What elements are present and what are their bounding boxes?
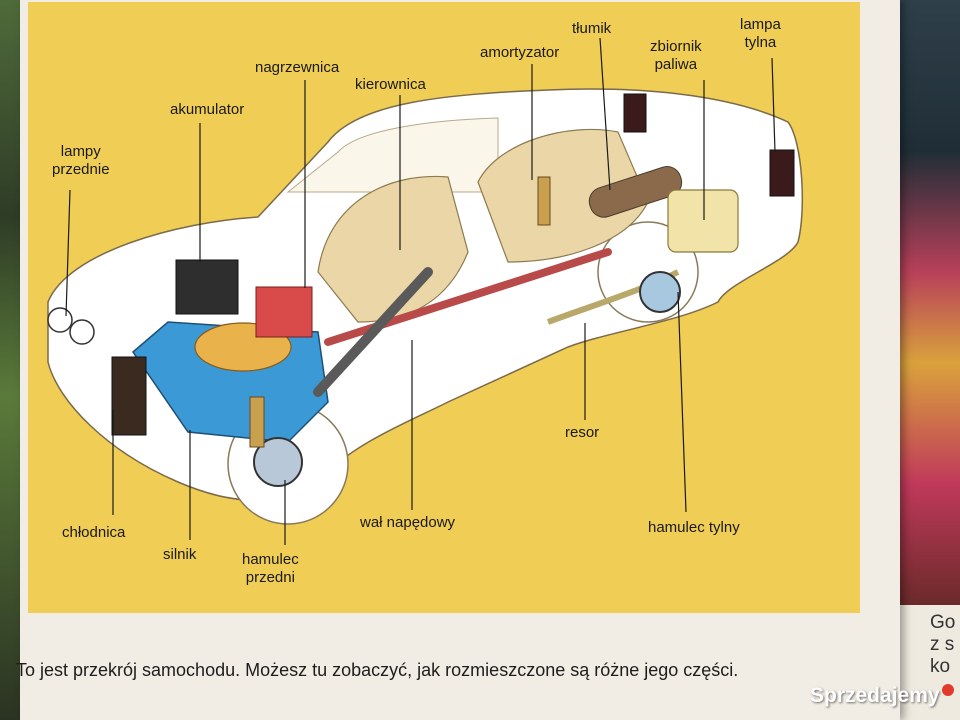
fuel-tank [667,189,739,253]
label-wal-napedowy: wał napędowy [360,514,456,531]
label-kierownica: kierownica [355,76,426,93]
watermark-logo: Sprzedajemy [810,684,954,708]
headlight-2 [69,319,95,345]
right-page-text: Go z s ko [930,612,956,677]
steering-column [313,267,433,397]
rear-lamp-top [623,93,647,133]
car-cross-section-illustration [28,2,860,613]
car-drawing [47,88,804,525]
label-lampy-przednie: lampy przednie [52,143,110,178]
label-nagrzewnica: nagrzewnica [255,59,340,76]
rear-lamp [769,149,795,197]
label-tlumik: tłumik [572,20,612,37]
label-zbiornik-paliwa: zbiornik paliwa [650,38,702,73]
label-lampa-tylna: lampa tylna [740,16,781,51]
rear-brake [639,271,681,313]
front-brake [253,437,303,487]
label-amortyzator: amortyzator [480,44,560,61]
page-caption: To jest przekrój samochodu. Możesz tu zo… [16,660,739,680]
label-akumulator: akumulator [170,101,245,118]
rear-shock [537,176,551,226]
label-silnik: silnik [163,546,197,563]
car-window [286,117,499,193]
radiator [111,356,147,436]
label-chlodnica: chłodnica [62,524,126,541]
front-shock [249,396,265,448]
heater-box [255,286,313,338]
watermark-dot-icon [941,684,954,696]
muffler [588,166,683,218]
label-resor: resor [565,424,600,441]
label-hamulec-tylny: hamulec tylny [648,519,740,536]
battery [175,259,239,315]
label-hamulec-przedni: hamulec przedni [242,551,299,586]
